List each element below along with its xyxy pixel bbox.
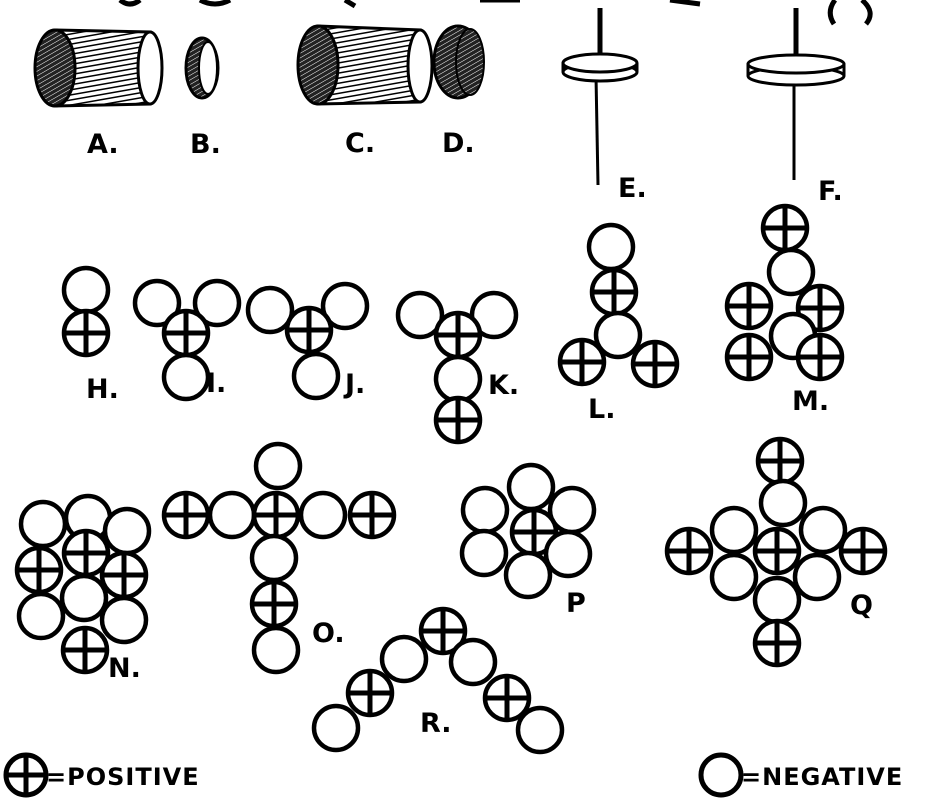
negative-charge-circle	[436, 357, 480, 401]
negative-charge-circle	[294, 354, 338, 398]
label-j: J.	[343, 369, 365, 400]
positive-charge-circle	[798, 335, 842, 379]
negative-charge-circle	[314, 706, 358, 750]
legend-negative-symbol	[701, 755, 741, 795]
positive-charge-circle	[17, 548, 61, 592]
negative-charge-circle	[254, 628, 298, 672]
positive-charge-circle	[350, 493, 394, 537]
positive-charge-circle	[727, 335, 771, 379]
label-b: B.	[190, 129, 221, 160]
negative-charge-circle	[761, 481, 805, 525]
positive-charge-circle	[436, 313, 480, 357]
negative-charge-circle	[755, 578, 799, 622]
negative-charge-circle	[506, 553, 550, 597]
negative-charge-circle	[301, 493, 345, 537]
label-e: E.	[618, 173, 647, 204]
label-r: R.	[420, 708, 452, 739]
cylinder-a	[35, 30, 162, 106]
positive-charge-circle	[755, 529, 799, 573]
negative-charge-circle	[382, 637, 426, 681]
positive-charge-circle	[841, 529, 885, 573]
negative-charge-circle	[164, 355, 208, 399]
negative-charge-circle	[795, 555, 839, 599]
positive-charge-circle	[164, 311, 208, 355]
positive-charge-circle	[592, 270, 636, 314]
charge-circles	[17, 206, 885, 752]
positive-charge-circle	[252, 582, 296, 626]
negative-charge-circle	[210, 493, 254, 537]
negative-charge-circle	[509, 465, 553, 509]
positive-charge-circle	[436, 398, 480, 442]
disc-d	[434, 26, 484, 98]
label-m: M.	[792, 386, 829, 417]
negative-charge-circle	[19, 594, 63, 638]
disc-b	[186, 38, 218, 98]
positive-charge-circle	[348, 671, 392, 715]
positive-charge-circle	[64, 311, 108, 355]
label-h: H.	[86, 374, 119, 405]
negative-charge-circle	[801, 508, 845, 552]
negative-charge-circle	[64, 268, 108, 312]
negative-charge-circle	[769, 250, 813, 294]
positive-charge-circle	[164, 493, 208, 537]
legend-positive-symbol	[6, 755, 46, 795]
negative-charge-circle	[252, 536, 296, 580]
positive-charge-circle	[727, 284, 771, 328]
negative-charge-circle	[102, 598, 146, 642]
positive-charge-circle	[755, 621, 799, 665]
positive-charge-circle	[763, 206, 807, 250]
negative-charge-circle	[21, 502, 65, 546]
negative-charge-circle	[462, 531, 506, 575]
negative-charge-circle	[463, 488, 507, 532]
negative-charge-circle	[105, 509, 149, 553]
negative-charge-circle	[451, 640, 495, 684]
negative-charge-circle	[62, 576, 106, 620]
label-f: F.	[818, 176, 843, 207]
positive-charge-circle	[63, 628, 107, 672]
legend-positive-label: =POSITIVE	[46, 763, 200, 791]
legend-negative-label: =NEGATIVE	[741, 763, 903, 791]
negative-charge-circle	[256, 444, 300, 488]
positive-charge-circle	[287, 308, 331, 352]
negative-charge-circle	[712, 555, 756, 599]
positive-charge-circle	[667, 529, 711, 573]
label-q: Q	[850, 590, 873, 621]
positive-charge-circle	[758, 439, 802, 483]
label-i: I.	[206, 368, 226, 399]
cylinder-c	[298, 26, 432, 104]
positive-charge-circle	[102, 553, 146, 597]
positive-charge-circle	[254, 493, 298, 537]
cropped-top-text	[120, 0, 870, 24]
negative-charge-circle	[589, 225, 633, 269]
label-l: L.	[588, 394, 615, 425]
negative-charge-circle	[712, 508, 756, 552]
pinned-disc-f	[748, 8, 844, 180]
positive-charge-circle	[560, 340, 604, 384]
label-a: A.	[87, 129, 119, 160]
negative-charge-circle	[518, 708, 562, 752]
negative-charge-circle	[546, 532, 590, 576]
label-d: D.	[442, 128, 475, 159]
label-k: K.	[488, 370, 519, 401]
label-n: N.	[108, 653, 141, 684]
legend: =POSITIVE =NEGATIVE	[6, 755, 903, 795]
label-o: O.	[312, 618, 345, 649]
label-p: P	[566, 588, 586, 619]
label-c: C.	[345, 128, 375, 159]
positive-charge-circle	[633, 342, 677, 386]
pinned-disc-e	[563, 8, 637, 185]
